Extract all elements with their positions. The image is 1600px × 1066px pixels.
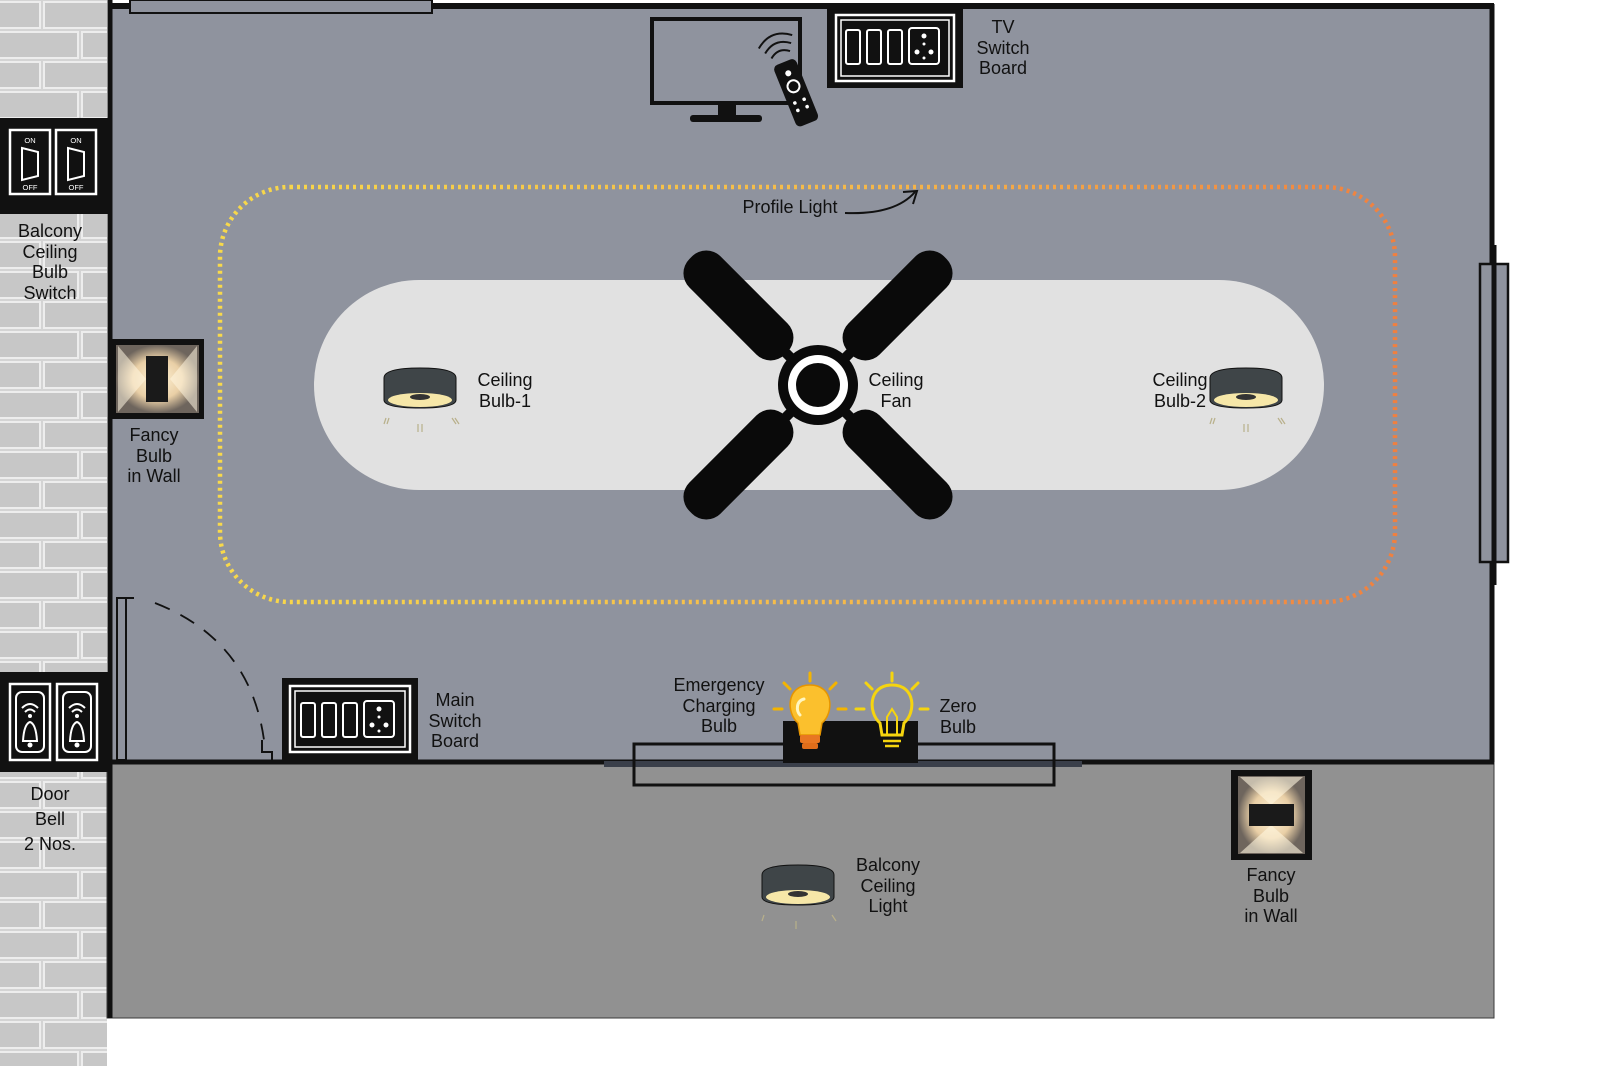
- zero-bulb-icon[interactable]: [854, 671, 930, 748]
- ceiling-bulb-1-icon[interactable]: [383, 367, 460, 432]
- arrow-head: [902, 189, 919, 205]
- doorbell-icon[interactable]: [0, 672, 108, 772]
- switch-off-text-1: OFF: [23, 183, 38, 192]
- profile-light-label: Profile Light: [742, 197, 838, 217]
- door: [116, 597, 273, 761]
- ceiling-fan-icon[interactable]: [675, 242, 961, 528]
- profile-light-strip: [217, 184, 1398, 605]
- fancy-wall-lamp-left-icon[interactable]: [111, 339, 204, 419]
- fancy-wall-lamp-right-icon[interactable]: [1231, 770, 1312, 860]
- switch-on-text-2: ON: [70, 136, 81, 145]
- top-window: [129, 0, 433, 14]
- switch-on-text-1: ON: [24, 136, 35, 145]
- right-window: [1478, 245, 1510, 585]
- emergency-charging-bulb-icon[interactable]: [772, 671, 848, 749]
- balcony-switch-icon[interactable]: ON OFF ON OFF: [0, 118, 108, 214]
- ceiling-bulb-2-icon[interactable]: [1209, 367, 1286, 432]
- switch-off-text-2: OFF: [69, 183, 84, 192]
- remote-icon[interactable]: [756, 29, 825, 131]
- tv-icon[interactable]: [650, 17, 802, 122]
- curved-arrow-icon: [844, 191, 916, 215]
- main-switchboard-icon[interactable]: [282, 678, 418, 760]
- tv-switchboard-icon[interactable]: [827, 8, 963, 88]
- balcony-ceiling-light-icon[interactable]: [761, 864, 837, 929]
